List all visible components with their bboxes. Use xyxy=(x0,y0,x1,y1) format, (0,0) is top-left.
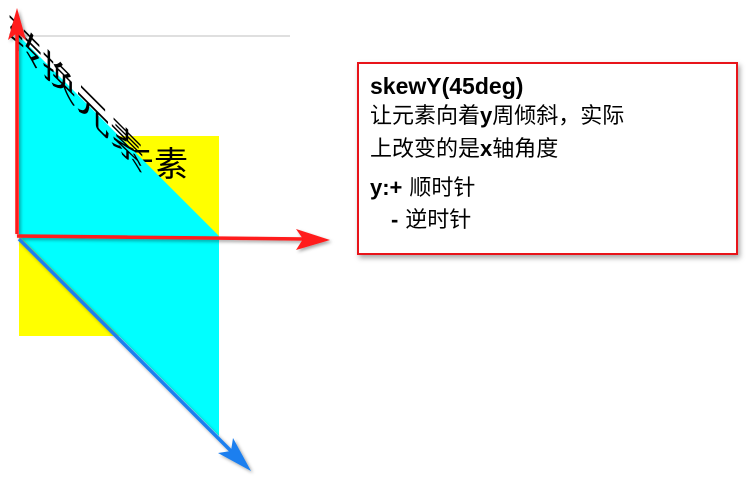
desc-line1-pre: 让元素向着 xyxy=(370,104,481,129)
y-axis-arrow xyxy=(8,8,26,234)
desc-line1-post: 周倾斜，实际 xyxy=(492,104,625,129)
desc-line2-post: 轴角度 xyxy=(492,137,559,162)
rule-positive: y:+ 顺时针 xyxy=(370,172,726,204)
rule-negative-sign: - xyxy=(390,207,399,232)
desc-line2-axis: x xyxy=(480,136,493,161)
desc-line2-pre: 上改变的是 xyxy=(370,137,481,162)
transform-description: 让元素向着y周倾斜，实际 上改变的是x轴角度 xyxy=(370,100,726,166)
rule-negative-text: 逆时针 xyxy=(398,208,472,233)
x-axis-arrow xyxy=(16,229,330,250)
transform-title: skewY(45deg) xyxy=(370,73,524,99)
skewed-x-axis-arrow xyxy=(17,237,251,471)
explanation-box: skewY(45deg) 让元素向着y周倾斜，实际 上改变的是x轴角度 y:+ … xyxy=(357,62,738,255)
rule-positive-sign: y:+ xyxy=(370,175,403,200)
rule-negative: - 逆时针 xyxy=(370,204,726,236)
desc-line1-axis: y xyxy=(480,103,493,128)
rule-positive-text: 顺时针 xyxy=(402,176,476,201)
